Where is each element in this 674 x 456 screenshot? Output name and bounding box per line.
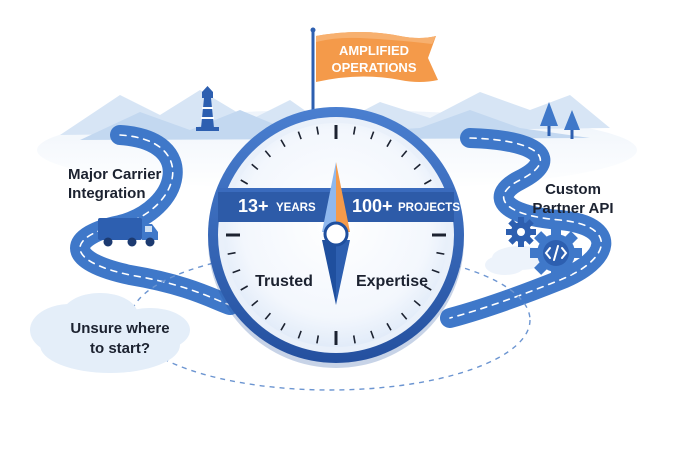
lighthouse-icon [196, 86, 219, 131]
unsure-label-line-1: Unsure where [70, 320, 169, 337]
years-unit: YEARS [276, 202, 316, 214]
api-label-line-2: Partner API [532, 200, 613, 217]
gear-icon [506, 217, 536, 247]
dial-tick [400, 150, 408, 158]
api-label-line-1: Custom [545, 181, 601, 198]
winding-roads [70, 125, 612, 328]
flag-icon [310, 27, 438, 112]
tree-icon [540, 102, 580, 139]
dial-tick [413, 163, 421, 171]
truck-icon [98, 218, 158, 247]
dial-tick [413, 299, 421, 307]
carrier-label-line-2: Integration [68, 185, 146, 202]
dial-tick [352, 335, 356, 344]
projects-value: 100+ [352, 196, 393, 216]
dial-tick [297, 330, 302, 339]
dial-left-word: Trusted [255, 273, 313, 290]
flag-line-1: AMPLIFIED [339, 43, 409, 58]
dial-tick [297, 131, 302, 140]
unsure-label-line-2: to start? [90, 340, 150, 357]
dial-tick [423, 285, 432, 291]
dial-tick [370, 131, 375, 140]
dial-tick [436, 251, 445, 255]
flag-line-2: OPERATIONS [332, 60, 417, 75]
years-value: 13+ [238, 196, 269, 216]
dial-tick [232, 269, 241, 274]
dial-tick [316, 126, 320, 135]
dial-tick [352, 126, 356, 135]
dial-tick [386, 139, 392, 148]
dial-tick [251, 299, 259, 307]
dial-tick [240, 285, 249, 291]
dial-tick [251, 163, 259, 171]
dial-right-word: Expertise [356, 273, 428, 290]
dial-tick [280, 322, 286, 331]
carrier-label-line-1: Major Carrier [68, 166, 162, 183]
dial-tick [386, 322, 392, 331]
dial-tick [316, 335, 320, 344]
compass-needle-icon [322, 162, 350, 305]
dial-tick [431, 269, 440, 274]
dial-tick [240, 179, 249, 185]
dial-tick [370, 330, 375, 339]
code-gear-icon [530, 227, 582, 279]
cloud-bottom-left [30, 293, 190, 373]
dial-tick [423, 179, 432, 185]
dial-tick [227, 251, 236, 255]
dial-tick [264, 312, 272, 320]
dial-tick [264, 150, 272, 158]
projects-unit: PROJECTS [398, 202, 460, 214]
dial-tick [400, 312, 408, 320]
dial-tick [280, 139, 286, 148]
